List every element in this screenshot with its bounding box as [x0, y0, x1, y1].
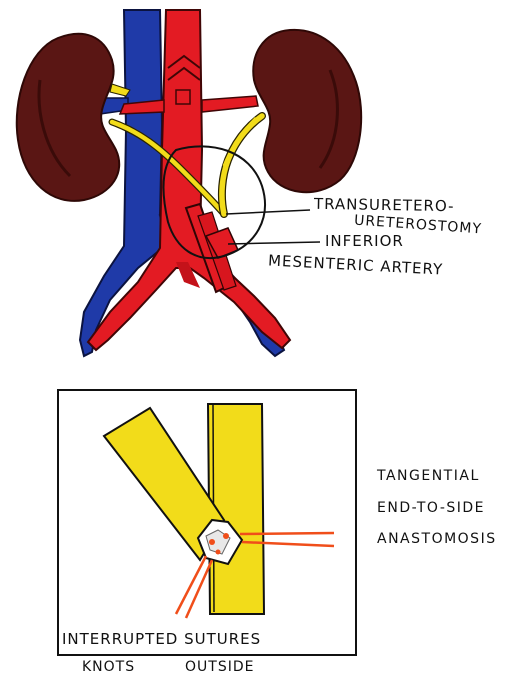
label-interrupted-sutures: INTERRUPTED SUTURES [62, 632, 261, 647]
label-knots: KNOTS [82, 660, 135, 674]
right-kidney [253, 30, 361, 192]
label-anastomosis: ANASTOMOSIS [377, 532, 497, 546]
label-inferior: INFERIOR [325, 234, 404, 249]
leader-line-transureteroureterostomy [226, 210, 310, 214]
label-outside: OUTSIDE [185, 660, 254, 674]
label-end-to-side: END-TO-SIDE [377, 501, 485, 515]
leader-line-inferior-mesenteric-artery [228, 242, 320, 244]
label-tangential: TANGENTIAL [377, 469, 480, 483]
abdominal-anatomy-illustration [17, 10, 361, 356]
anastomosis-inset [58, 390, 356, 655]
label-transuretero: TRANSURETERO- [314, 197, 455, 214]
left-kidney [17, 34, 119, 201]
